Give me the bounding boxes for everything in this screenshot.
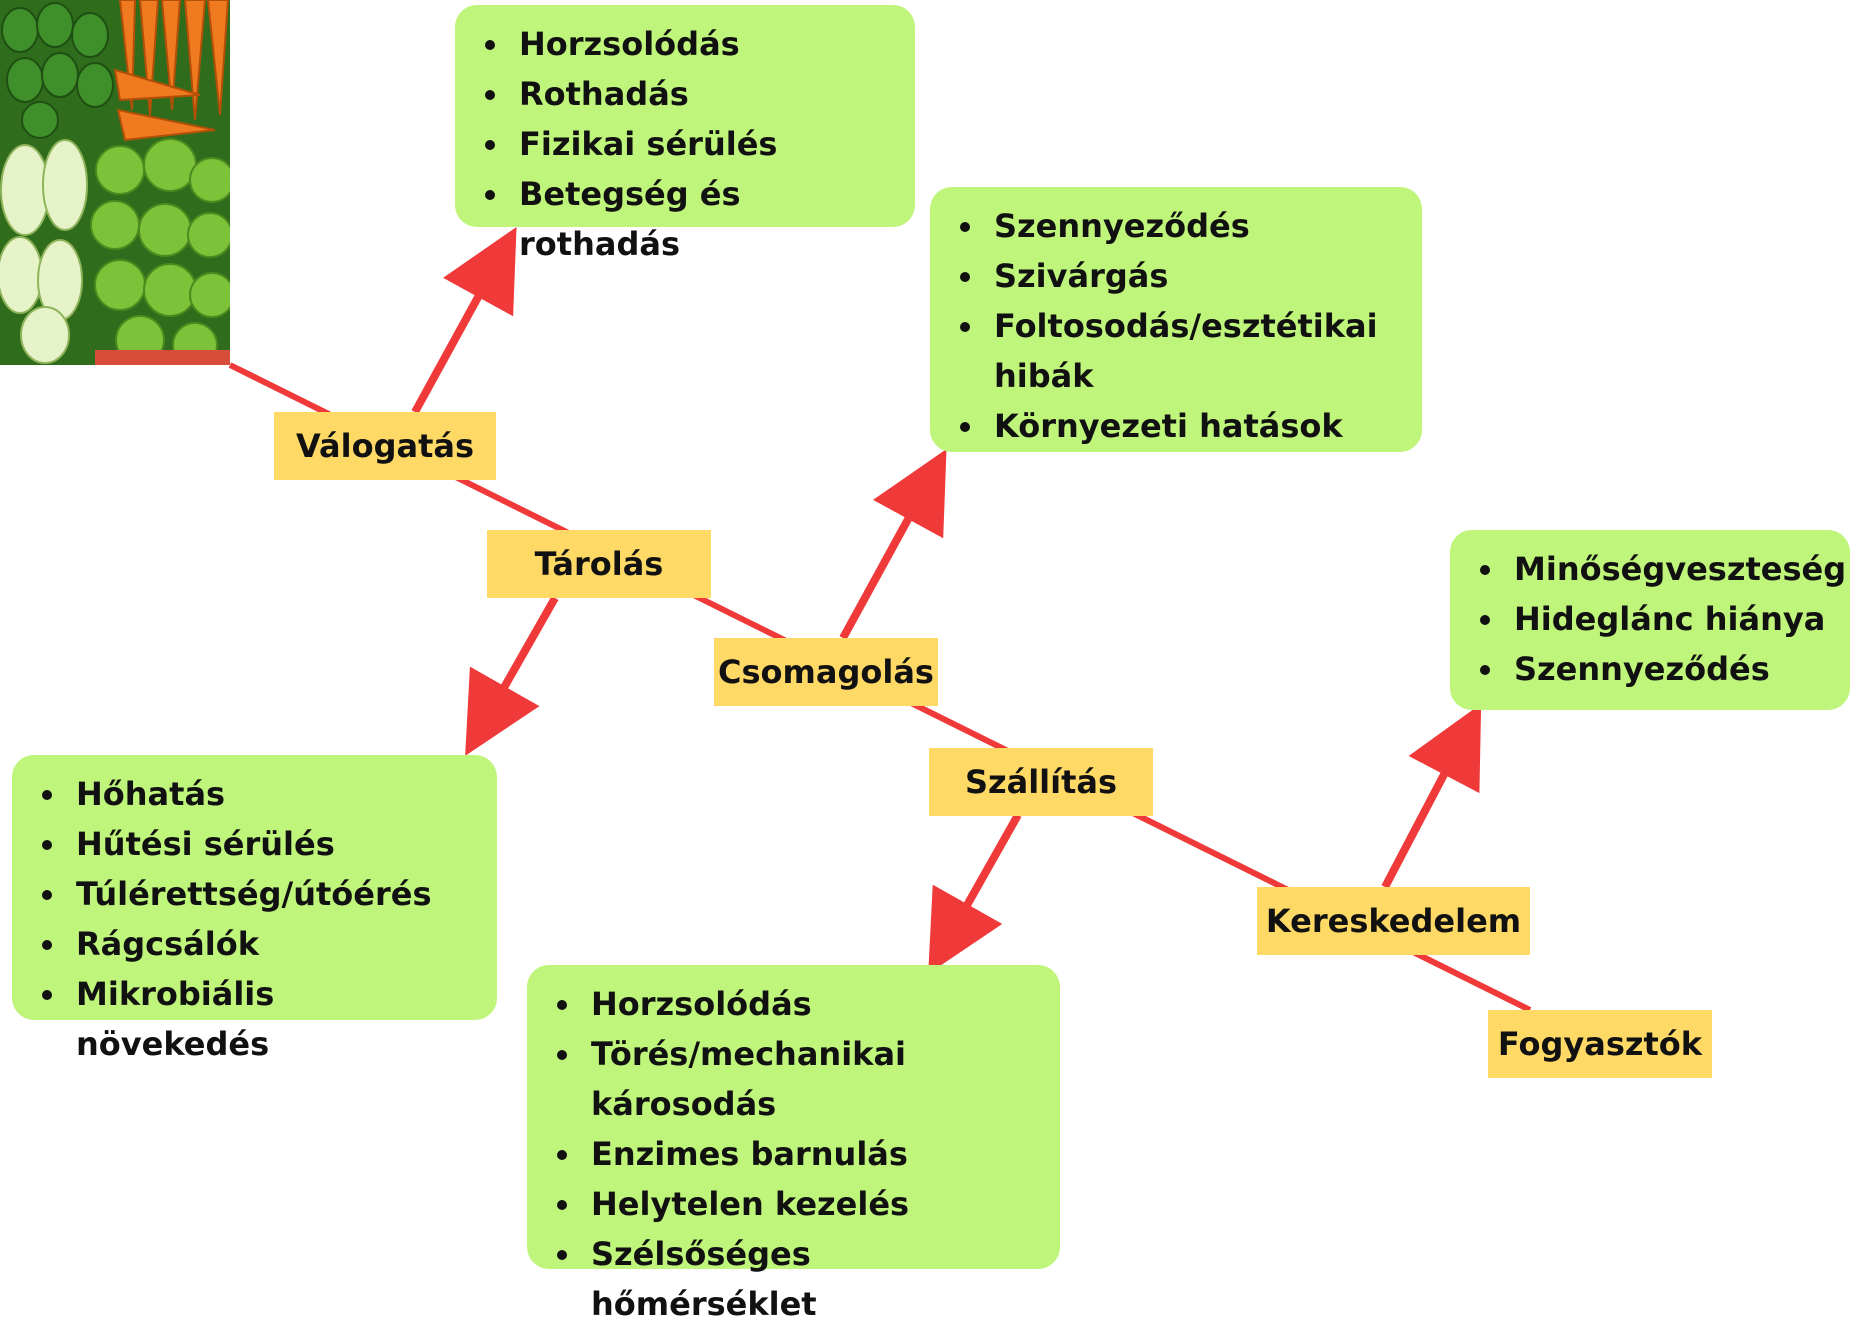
szallitas-arrow (928, 813, 1022, 974)
problem-item: Szennyeződés (1472, 644, 1830, 694)
stage-tarolas: Tárolás (487, 530, 711, 598)
problem-item: Szennyeződés (952, 201, 1402, 251)
problem-item: Horzsolódás (549, 979, 1040, 1029)
problem-item: Mikrobiális növekedés (34, 969, 477, 1069)
problem-item: Túlérettség/útóérés (34, 869, 477, 919)
problem-item: Szélsőséges hőmérséklet (549, 1229, 1040, 1329)
stage-label: Szállítás (964, 763, 1118, 801)
stage-valogatas: Válogatás (274, 412, 496, 480)
stage-csomagolas: Csomagolás (714, 638, 938, 706)
stage-szallitas: Szállítás (929, 748, 1153, 816)
problem-item: Fizikai sérülés (477, 119, 895, 169)
vegetables-photo-icon (0, 0, 230, 365)
problem-list: Horzsolódás Törés/mechanikai károsodás E… (549, 979, 1040, 1329)
stage-label: Fogyasztók (1497, 1025, 1703, 1063)
stage-label: Tárolás (534, 545, 664, 583)
problem-item: Minőségveszteség (1472, 544, 1846, 594)
kereskedelem-arrow (1381, 703, 1482, 889)
problem-box-kereskedelem: Minőségveszteség Hideglánc hiánya Szenny… (1450, 530, 1850, 710)
problem-item: Foltosodás/esztétikai (952, 301, 1402, 351)
stage-label: Válogatás (296, 427, 474, 465)
problem-item: Hideglánc hiánya (1472, 594, 1830, 644)
problem-item: Törés/mechanikai (549, 1029, 1040, 1079)
problem-item: Szivárgás (952, 251, 1402, 301)
problem-item: Hűtési sérülés (34, 819, 477, 869)
problem-item: Hőhatás (34, 769, 477, 819)
problem-item: Enzimes barnulás (549, 1129, 1040, 1179)
problem-item: Rothadás (477, 69, 895, 119)
problem-box-csomagolas: Szennyeződés Szivárgás Foltosodás/esztét… (930, 187, 1422, 452)
problem-box-tarolas: Hőhatás Hűtési sérülés Túlérettség/útóér… (12, 755, 497, 1063)
problem-item: hibák (994, 357, 1094, 395)
csomagolas-arrow (839, 448, 947, 640)
problem-list: Hőhatás Hűtési sérülés Túlérettség/útóér… (34, 769, 477, 1069)
tarolas-arrow (465, 596, 559, 756)
problem-item: Környezeti hatások (952, 401, 1402, 451)
problem-item: Rágcsálók (34, 919, 477, 969)
problem-item: Horzsolódás (477, 19, 895, 69)
problem-item: károsodás (591, 1085, 777, 1123)
problem-list: Szennyeződés Szivárgás Foltosodás/esztét… (952, 201, 1402, 451)
problem-list: Minőségveszteség Hideglánc hiánya Szenny… (1472, 544, 1846, 694)
stage-label: Csomagolás (718, 653, 934, 691)
problem-item: Helytelen kezelés (549, 1179, 1040, 1229)
problem-item: Betegség és rothadás (477, 169, 895, 269)
stage-fogyasztok: Fogyasztók (1488, 1010, 1712, 1078)
problem-box-szallitas: Horzsolódás Törés/mechanikai károsodás E… (527, 965, 1060, 1323)
problem-list: Horzsolódás Rothadás Fizikai sérülés Bet… (477, 19, 895, 269)
valogatas-arrow (411, 226, 517, 414)
problem-box-valogatas: Horzsolódás Rothadás Fizikai sérülés Bet… (455, 5, 915, 263)
stage-kereskedelem: Kereskedelem (1257, 887, 1530, 955)
stage-label: Kereskedelem (1265, 902, 1522, 940)
